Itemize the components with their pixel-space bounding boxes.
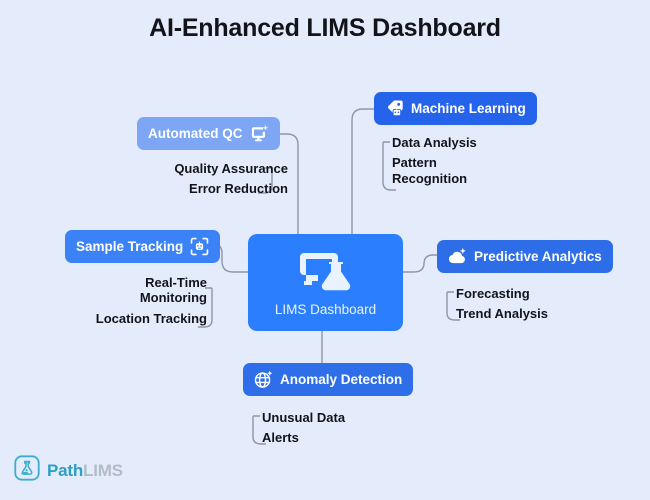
monitor-sparkle-icon (250, 124, 269, 143)
sub-items-predictive-analytics: Forecasting Trend Analysis (456, 283, 548, 325)
sub-item: Trend Analysis (456, 306, 548, 322)
path-lims-logo-icon (14, 455, 40, 486)
globe-sparkle-icon (254, 370, 273, 389)
branch-node-anomaly-detection[interactable]: Anomaly Detection (243, 363, 414, 396)
page-title: AI-Enhanced LIMS Dashboard (149, 14, 501, 42)
sub-item: Forecasting (456, 285, 530, 301)
sub-item: Unusual Data (262, 409, 346, 425)
cloud-sparkle-icon (448, 247, 467, 266)
monitor-flask-icon (298, 249, 354, 296)
branch-node-label: Anomaly Detection (280, 372, 403, 387)
connector-predictive-analytics (403, 254, 437, 273)
connector-machine-learning (351, 108, 374, 234)
sub-item: Alerts (262, 430, 299, 446)
brand-name-primary: Path (47, 460, 84, 480)
center-node-label: LIMS Dashboard (274, 301, 377, 317)
tag-robot-icon (385, 99, 404, 118)
sub-item: Real-Time Monitoring (139, 274, 207, 306)
sub-item: Quality Assurance (174, 160, 288, 176)
branch-node-predictive-analytics[interactable]: Predictive Analytics (437, 240, 613, 273)
scan-sample-icon (190, 237, 209, 256)
branch-node-label: Machine Learning (411, 101, 526, 116)
branch-node-label: Predictive Analytics (474, 249, 602, 264)
branch-node-label: Automated QC (148, 126, 243, 141)
sub-item: Data Analysis (392, 134, 477, 150)
sub-item: Location Tracking (95, 311, 207, 327)
sub-items-anomaly-detection: Unusual Data Alerts (262, 407, 345, 449)
brand-logo[interactable]: PathLIMS (14, 455, 123, 486)
branch-node-machine-learning[interactable]: Machine Learning (374, 92, 537, 125)
sub-items-sample-tracking: Real-Time Monitoring Location Tracking (55, 272, 207, 330)
brand-name-secondary: LIMS (83, 460, 123, 480)
sub-item: Error Reduction (189, 181, 288, 197)
center-node-lims-dashboard[interactable]: LIMS Dashboard (248, 234, 403, 331)
branch-node-automated-qc[interactable]: Automated QC (137, 117, 280, 150)
sub-item: Pattern Recognition (392, 155, 468, 187)
brand-logo-text: PathLIMS (47, 461, 123, 481)
sub-items-machine-learning: Data Analysis Pattern Recognition (392, 132, 477, 190)
sub-items-automated-qc: Quality Assurance Error Reduction (110, 158, 288, 200)
branch-node-label: Sample Tracking (76, 239, 184, 254)
branch-node-sample-tracking[interactable]: Sample Tracking (65, 230, 221, 263)
